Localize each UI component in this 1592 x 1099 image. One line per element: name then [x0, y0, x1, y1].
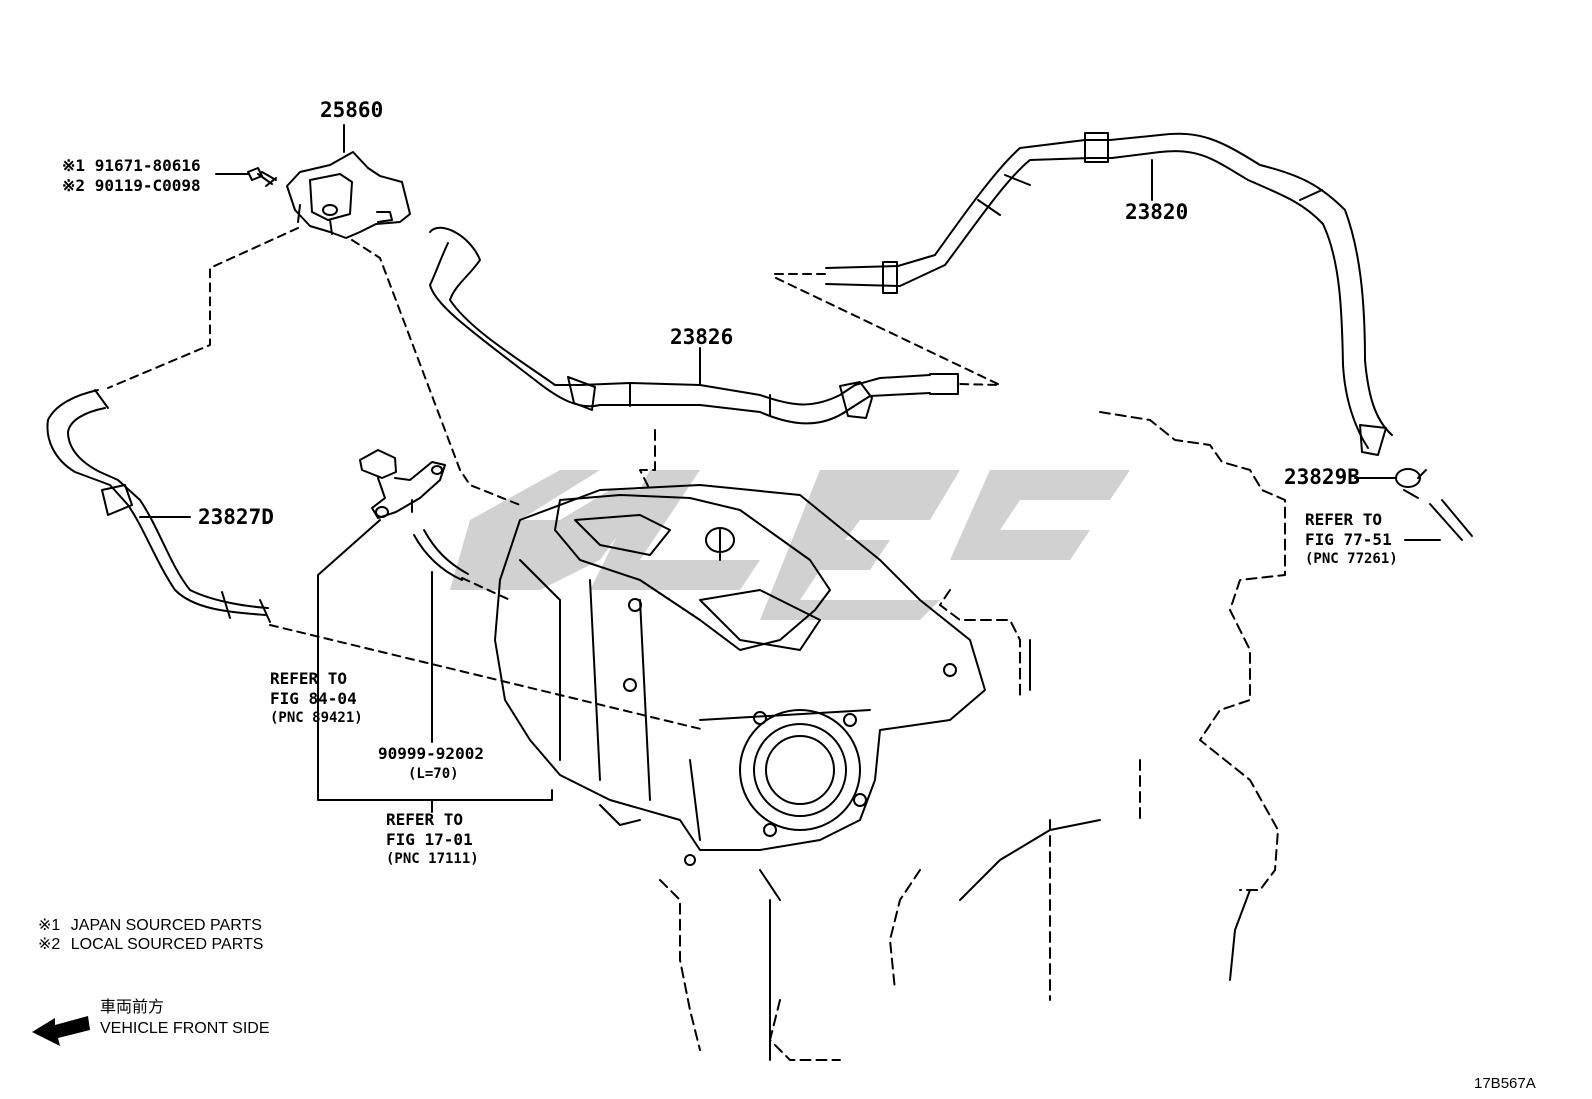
- front-arrow-icon: [32, 1016, 90, 1046]
- legend-line-1: ※1 JAPAN SOURCED PARTS: [38, 918, 262, 934]
- vsv-valve-25860: [286, 151, 411, 239]
- hose-23827D: [46, 389, 271, 623]
- legend-text-1: JAPAN SOURCED PARTS: [70, 917, 262, 934]
- bolt-line-1: ※1 91671-80616: [62, 158, 201, 174]
- front-side-jp: 車両前方: [100, 999, 165, 1016]
- connection-lines: [107, 227, 1001, 731]
- ref-17-line1: REFER TO: [386, 810, 464, 829]
- legend-mark-1: ※1: [38, 917, 61, 934]
- pipe-end: [1429, 499, 1473, 541]
- ref-84-line1: REFER TO: [270, 669, 348, 688]
- engine-outline: [639, 411, 1286, 1061]
- part-label-23829B: 23829B: [1284, 465, 1360, 489]
- hose-23820: [825, 132, 1393, 456]
- ref-fig-77-51: REFER TO FIG 77-51 (PNC 77261): [1305, 510, 1398, 567]
- ref-77-line2: FIG 77-51: [1305, 530, 1392, 549]
- bolt-mark-2: ※2: [62, 176, 86, 195]
- bolt-line-2: ※2 90119-C0098: [62, 178, 201, 194]
- part-label-23826: 23826: [670, 325, 734, 349]
- part-label-90999-92002: 90999-92002: [378, 744, 484, 763]
- legend-text-2: LOCAL SOURCED PARTS: [70, 936, 264, 953]
- hose-23826: [429, 226, 959, 425]
- part-note-90999: (L=70): [408, 766, 459, 782]
- ref-84-line3: (PNC 89421): [270, 710, 363, 726]
- sensor: [359, 449, 446, 519]
- figure-code: 17B567A: [1474, 1075, 1536, 1092]
- ref-17-line3: (PNC 17111): [386, 851, 479, 867]
- bolt: [247, 167, 277, 187]
- bolt-mark-1: ※1: [62, 156, 86, 175]
- part-label-25860: 25860: [320, 98, 384, 122]
- ref-77-line3: (PNC 77261): [1305, 551, 1398, 567]
- engine-solid-lines: [759, 639, 1251, 1061]
- bolt-pn-1: 91671-80616: [94, 156, 201, 175]
- small-hose: [413, 529, 469, 581]
- ref-fig-17-01: REFER TO FIG 17-01 (PNC 17111): [386, 810, 479, 867]
- bracket-lines: [317, 519, 553, 813]
- ref-84-line2: FIG 84-04: [270, 689, 357, 708]
- legend-line-2: ※2 LOCAL SOURCED PARTS: [38, 937, 263, 953]
- bolt-pn-2: 90119-C0098: [94, 176, 201, 195]
- front-side-en: VEHICLE FRONT SIDE: [100, 1020, 270, 1037]
- part-label-23820: 23820: [1125, 200, 1189, 224]
- ref-17-line2: FIG 17-01: [386, 830, 473, 849]
- ref-fig-84-04: REFER TO FIG 84-04 (PNC 89421): [270, 669, 363, 726]
- clip-23829B: [1395, 468, 1427, 499]
- part-label-23827D: 23827D: [198, 505, 274, 529]
- intake-manifold: [494, 484, 986, 866]
- legend-mark-2: ※2: [38, 936, 61, 953]
- ref-77-line1: REFER TO: [1305, 510, 1383, 529]
